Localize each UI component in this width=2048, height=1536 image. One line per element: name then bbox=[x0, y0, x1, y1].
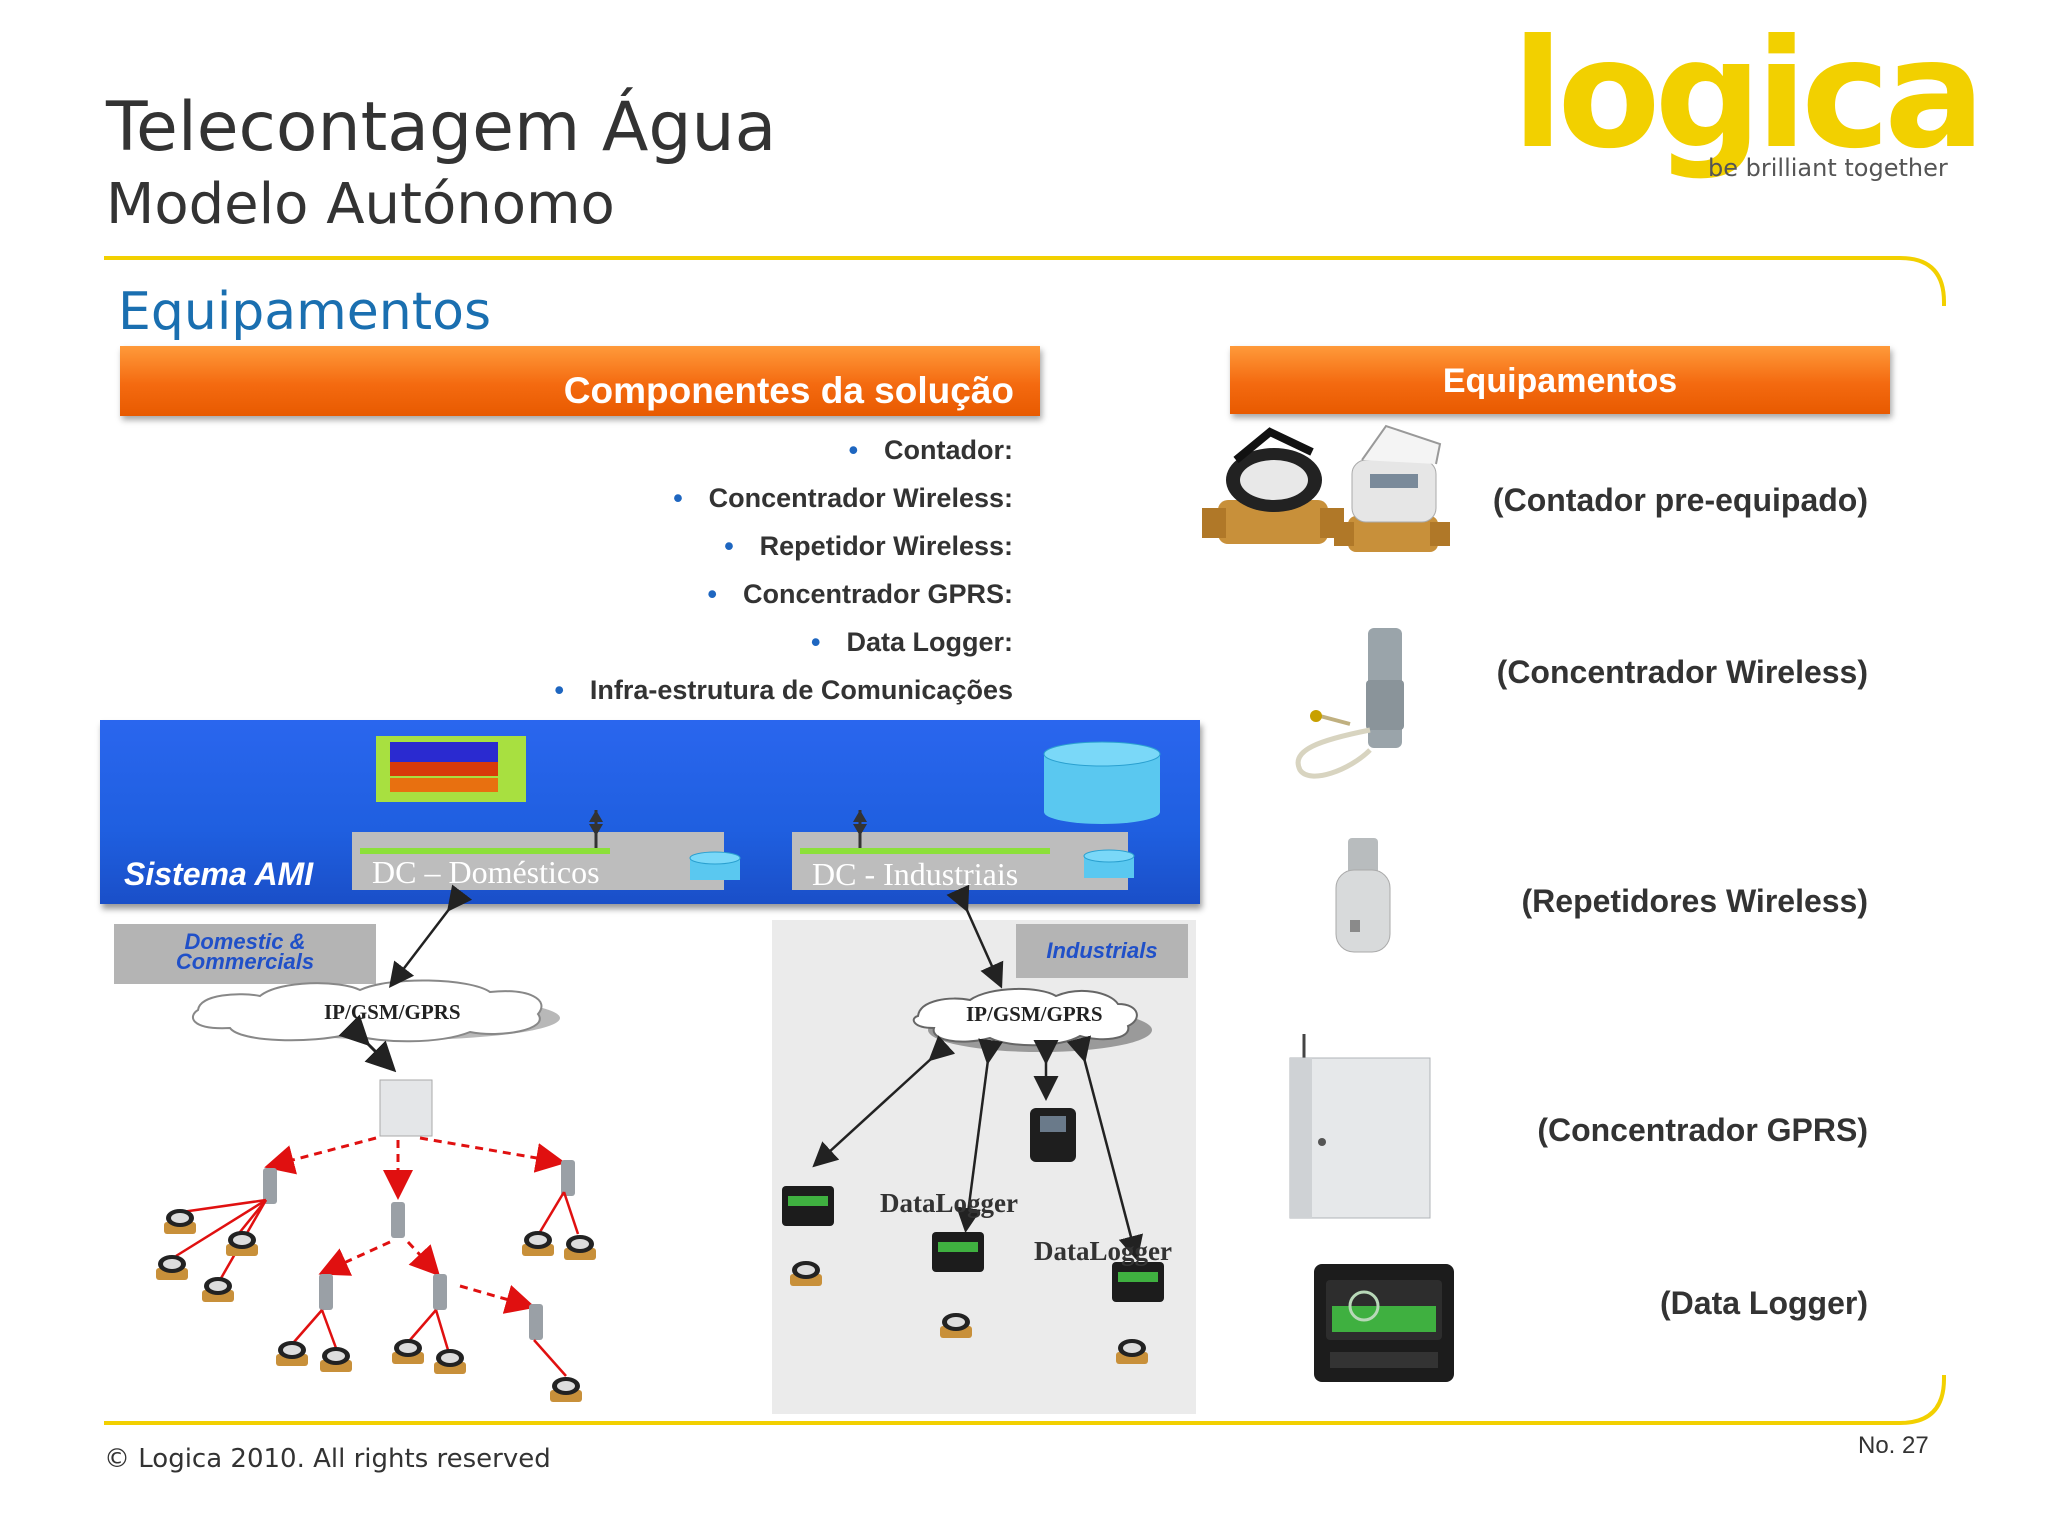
ami-system-label: Sistema AMI bbox=[124, 856, 314, 892]
equipment-label-wireless-concentrator: (Concentrador Wireless) bbox=[1496, 654, 1868, 690]
list-item: •Repetidor Wireless: bbox=[724, 531, 1013, 561]
industrials-label: Industrials bbox=[1016, 924, 1188, 978]
page-number: No. 27 bbox=[1858, 1432, 1929, 1459]
domestic-concentrator-icon bbox=[379, 1079, 433, 1137]
section-title: Equipamentos bbox=[118, 282, 492, 342]
logo-tagline: be brilliant together bbox=[1708, 154, 1948, 182]
list-item: •Infra-estrutura de Comunicações bbox=[554, 675, 1013, 705]
logica-logo: logica bbox=[1512, 8, 1985, 182]
datalogger-label-2: DataLogger bbox=[1034, 1236, 1172, 1266]
wireless-concentrator-icon bbox=[1295, 628, 1404, 779]
slide-subtitle: Modelo Autónomo bbox=[106, 172, 615, 237]
components-header: Componentes da solução bbox=[120, 346, 1040, 416]
list-item: •Contador: bbox=[848, 435, 1013, 465]
water-meter-icon bbox=[1202, 424, 1450, 552]
dc-domestic-label: DC – Domésticos bbox=[372, 854, 600, 890]
mobile-handset-icon bbox=[1030, 1108, 1076, 1162]
list-item: •Concentrador GPRS: bbox=[707, 579, 1013, 609]
equipment-label-gprs-concentrator: (Concentrador GPRS) bbox=[1537, 1112, 1868, 1148]
copyright: © Logica 2010. All rights reserved bbox=[104, 1444, 551, 1474]
cloud-domestic bbox=[191, 979, 560, 1043]
ami-system-graphics bbox=[352, 736, 1161, 890]
equipment-label-repeater: (Repetidores Wireless) bbox=[1521, 883, 1868, 919]
equipment-label-meter: (Contador pre-equipado) bbox=[1492, 482, 1868, 518]
equipment-label-datalogger: (Data Logger) bbox=[1660, 1285, 1868, 1321]
wireless-repeater-icon bbox=[1335, 838, 1391, 953]
datalogger-label-1: DataLogger bbox=[880, 1188, 1018, 1218]
components-header-label: Componentes da solução bbox=[563, 370, 1014, 411]
equipment-header: Equipamentos bbox=[1230, 346, 1890, 414]
gprs-concentrator-icon bbox=[1289, 1034, 1431, 1219]
components-list: •Contador: •Concentrador Wireless: •Repe… bbox=[554, 426, 1013, 714]
equipment-header-label: Equipamentos bbox=[1442, 362, 1678, 400]
cloud-industrial-label: IP/GSM/GPRS bbox=[966, 1002, 1103, 1026]
cloud-domestic-label: IP/GSM/GPRS bbox=[324, 1000, 461, 1024]
domestic-commercial-label: Domestic & Commercials bbox=[114, 924, 376, 984]
list-item: •Concentrador Wireless: bbox=[673, 483, 1013, 513]
slide-title: Telecontagem Água bbox=[106, 88, 777, 167]
datalogger-device-icon bbox=[1314, 1264, 1454, 1382]
list-item: •Data Logger: bbox=[811, 627, 1013, 657]
